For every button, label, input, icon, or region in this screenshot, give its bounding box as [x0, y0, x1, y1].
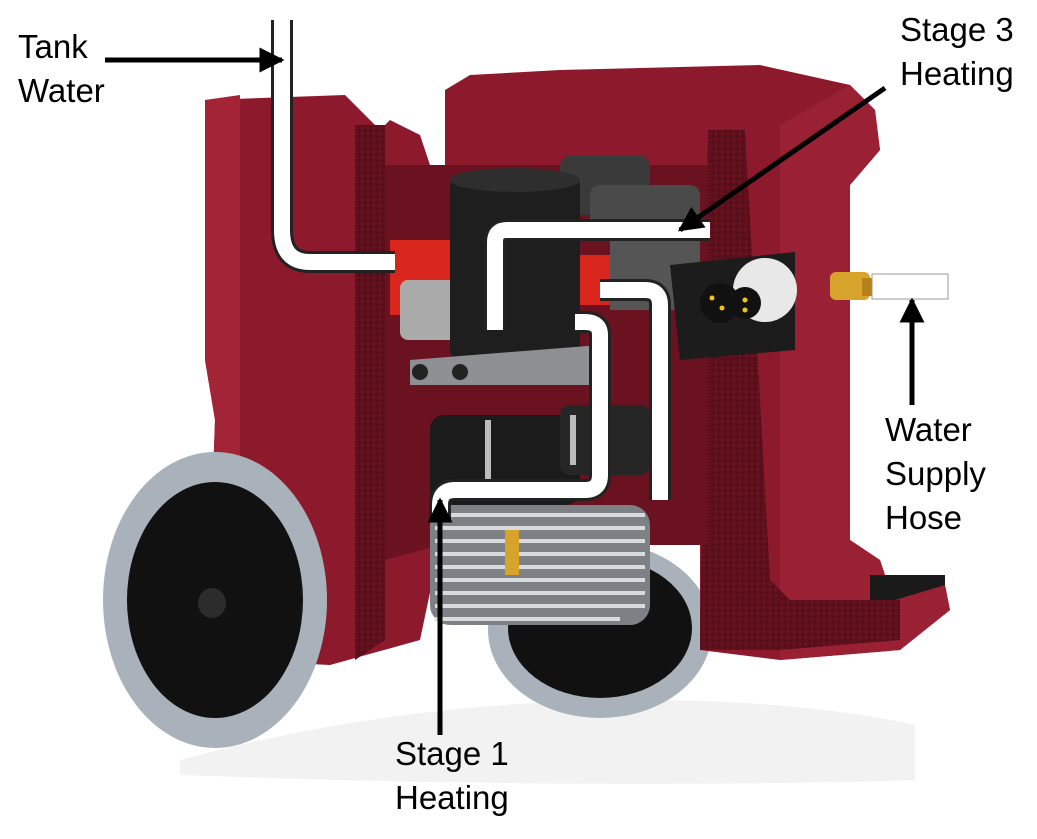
label-stage3-line1: Stage 3 [900, 11, 1014, 48]
switch-plate-icon [670, 252, 797, 360]
wheel-icon [103, 452, 327, 748]
mounting-bracket [410, 345, 600, 385]
stage1-pipe [429, 311, 611, 520]
arrow-stage3 [677, 85, 887, 233]
label-stage3-line2: Heating [900, 55, 1014, 92]
stage3-pipe [484, 219, 710, 330]
label-stage1-line1: Stage 1 [395, 735, 509, 772]
label-tank-water-line2: Water [18, 72, 105, 109]
tank-water-pipe [271, 20, 395, 273]
label-water-supply-line2: Supply [885, 455, 986, 492]
heater-canister [450, 168, 580, 360]
label-tank-water-line1: Tank [18, 28, 88, 65]
brass-fitting-icon [830, 272, 874, 300]
label-stage1-heating: Stage 1 Heating [395, 732, 509, 820]
return-pipe [600, 279, 671, 500]
label-water-supply-line1: Water [885, 411, 972, 448]
label-tank-water: Tank Water [18, 25, 105, 113]
ground-shadow [180, 700, 915, 784]
label-stage3-heating: Stage 3 Heating [900, 8, 1014, 96]
coil-icon [430, 505, 650, 625]
pump-icon [400, 280, 460, 340]
left-cut-edge [355, 125, 385, 660]
label-stage1-line2: Heating [395, 779, 509, 816]
label-water-supply-line3: Hose [885, 499, 963, 536]
supply-hose [871, 273, 949, 300]
label-water-supply-hose: Water Supply Hose [885, 408, 986, 540]
